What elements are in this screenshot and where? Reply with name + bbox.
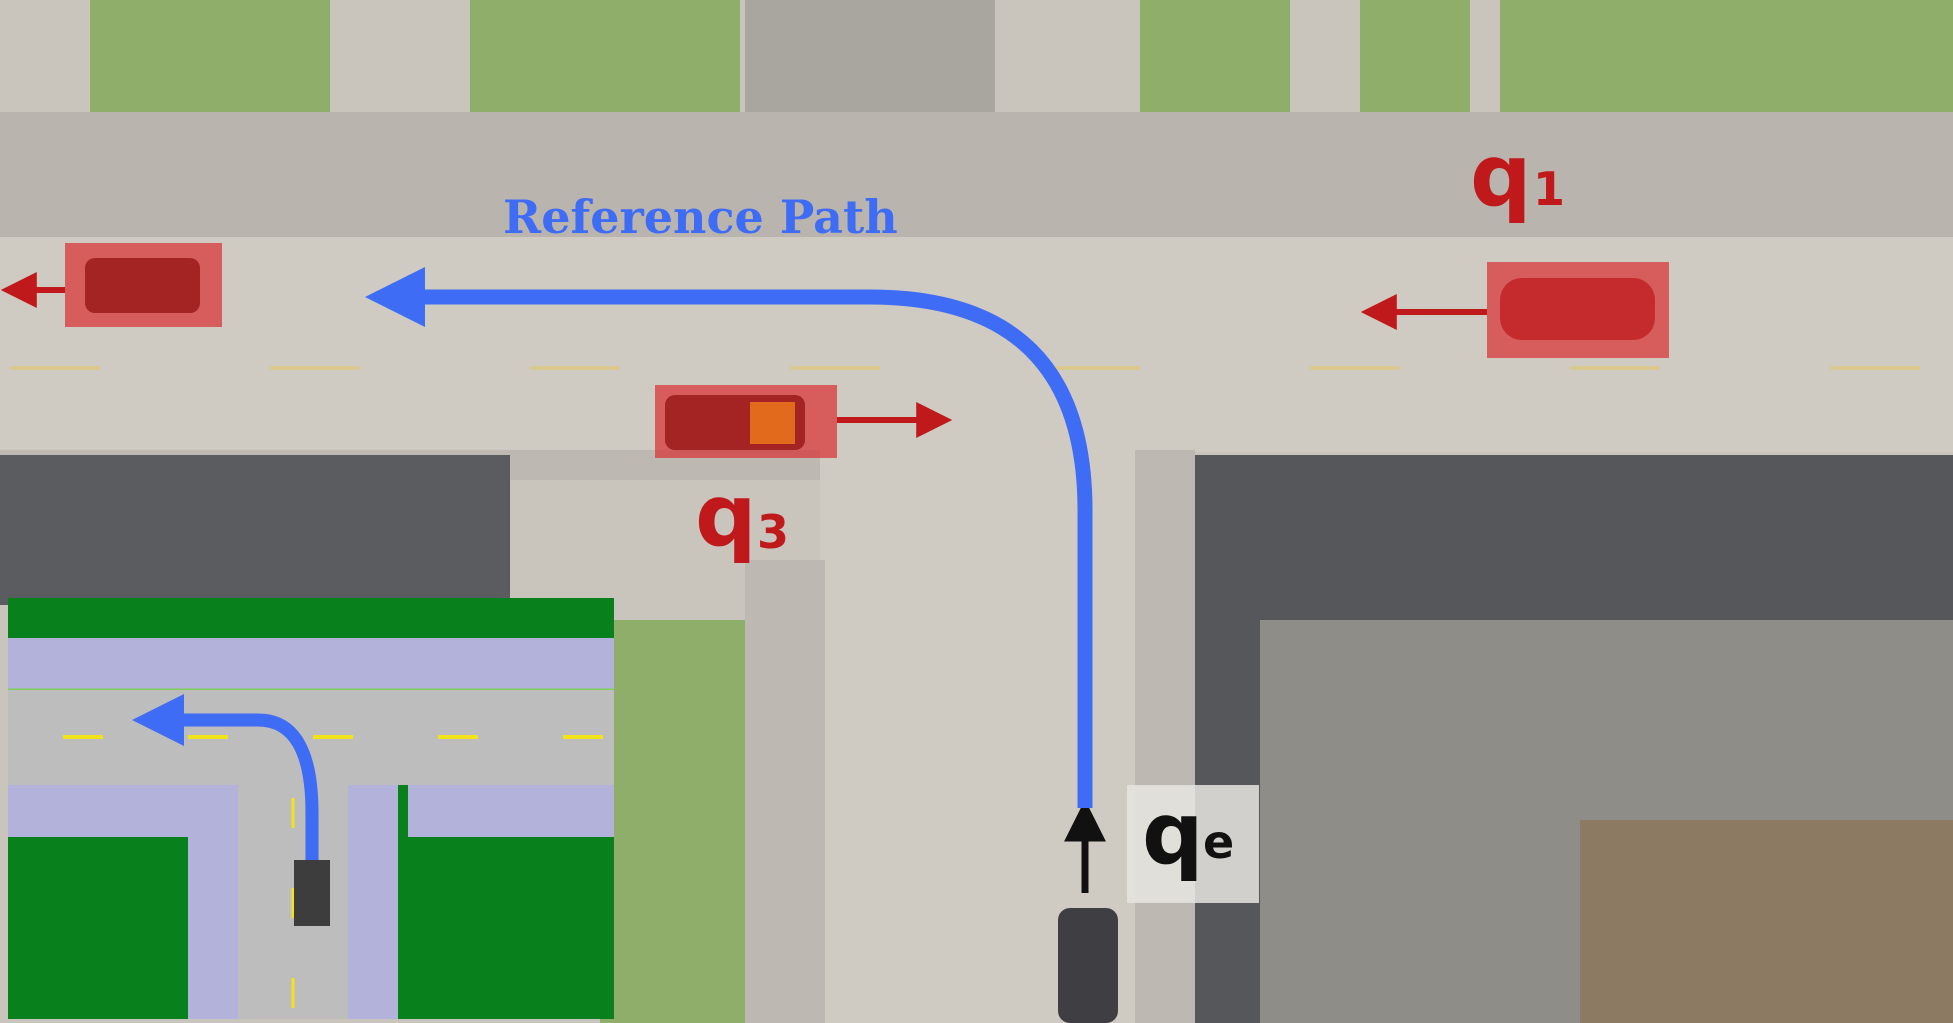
driveway-top: [745, 0, 995, 112]
label-qe-main: q: [1142, 784, 1204, 884]
label-q1-main: q: [1470, 126, 1532, 226]
lawn-top-1: [90, 0, 330, 112]
inset-lower-sidewalk-left: [8, 785, 198, 837]
sidewalk-lower-mid: [745, 560, 825, 1023]
inset-ego-vehicle: [294, 860, 330, 926]
sidewalk-right: [1135, 450, 1195, 1023]
label-qe-sub: e: [1203, 815, 1234, 869]
building-roof-inner: [1580, 820, 1953, 1023]
lawn-top-5: [1500, 0, 1953, 112]
ego-body: [1058, 908, 1118, 1023]
building-shadow-left: [0, 455, 510, 605]
inset-map: [8, 598, 614, 1019]
sidewalk-top: [0, 112, 1953, 237]
label-q3-main: q: [695, 466, 757, 566]
label-q3: q 3: [695, 466, 789, 566]
lawn-lower: [600, 620, 750, 1023]
lawn-top-2: [470, 0, 740, 112]
inset-reference-path: [132, 694, 319, 860]
lawn-top-3: [1140, 0, 1290, 112]
vehicle-left-body: [85, 258, 200, 313]
reference-path-label: Reference Path: [503, 190, 898, 244]
vehicle-q3: [655, 385, 953, 458]
label-q3-sub: 3: [757, 505, 789, 559]
inset-top-sidewalk: [8, 638, 614, 690]
vehicle-ego: [1058, 785, 1259, 1023]
inset-side-sidewalk-left: [188, 785, 238, 1019]
vehicle-q3-cabin: [750, 402, 795, 444]
reference-path: [365, 267, 1093, 808]
inset-side-sidewalk-right: [348, 785, 398, 1019]
ego-label-bg: [1127, 785, 1259, 903]
vehicle-q1: [1360, 262, 1669, 358]
vehicle-q1-body: [1500, 278, 1655, 340]
label-q1-sub: 1: [1533, 162, 1565, 216]
vehicle-left: [0, 243, 222, 327]
inset-lower-sidewalk-right: [408, 785, 614, 837]
lawn-top-4: [1360, 0, 1470, 112]
label-qe: q e: [1142, 784, 1234, 884]
label-q1: q 1: [1470, 126, 1565, 226]
